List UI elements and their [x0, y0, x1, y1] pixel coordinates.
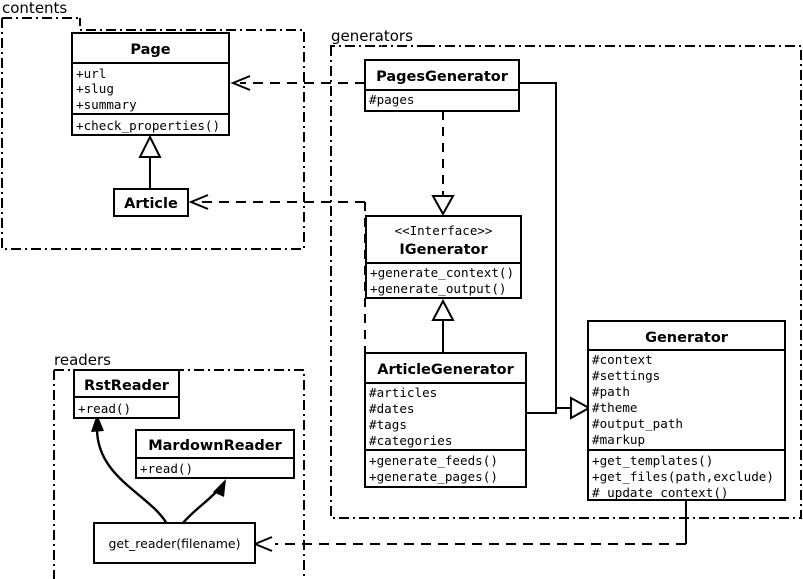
class-generator-method-0: +get_templates() [592, 453, 713, 468]
class-generator-attr-1: #settings [592, 368, 660, 383]
function-get-reader-label: get_reader(filename) [109, 536, 241, 551]
class-articlegenerator-method-1: +generate_pages() [369, 469, 498, 484]
class-igenerator-box [365, 215, 522, 299]
relation-article-page [138, 134, 162, 189]
package-contents: contents [1, 0, 305, 250]
realization-arrowhead-igenerator [431, 195, 455, 217]
class-articlegenerator-title: ArticleGenerator [377, 362, 514, 378]
class-page-title: Page [130, 42, 170, 58]
class-articlegenerator-attr-1: #dates [369, 401, 415, 416]
class-articlegenerator-attr-3: #categories [369, 433, 452, 448]
generalization-arrowhead-page [138, 134, 162, 158]
package-readers-label: readers [54, 351, 111, 369]
class-page-method-0: +check_properties() [76, 118, 220, 133]
package-contents-border [1, 17, 305, 250]
class-generator-attr-5: #markup [592, 432, 645, 447]
class-page-attr-2: +summary [76, 97, 137, 112]
relation-articlegenerator-article [188, 194, 366, 396]
relation-pagesgenerator-page [230, 75, 365, 91]
class-igenerator-stereotype: <<Interface>> [395, 223, 493, 238]
class-generator-attr-0: #context [592, 352, 653, 367]
class-generator-attr-2: #path [592, 384, 630, 399]
class-igenerator-method-0: +generate_context() [370, 265, 514, 280]
return-arrowhead-mardownreader [213, 479, 226, 497]
class-rstreader-box [73, 369, 180, 419]
package-generators-border [330, 45, 802, 519]
class-articlegenerator-attr-0: #articles [369, 385, 437, 400]
class-generator-method-2: #_update_context() [592, 485, 728, 500]
class-pagesgenerator[interactable]: PagesGenerator #pages [364, 59, 520, 112]
dependency-arrowhead-article [188, 194, 209, 210]
class-rstreader-title: RstReader [84, 378, 170, 394]
dependency-arrowhead-page [230, 75, 251, 91]
class-igenerator-method-1: +generate_output() [370, 281, 506, 296]
relation-getreader-rstreader [91, 414, 169, 525]
class-pagesgenerator-box [364, 59, 520, 112]
relation-getreader-mardownreader [181, 479, 226, 525]
class-generator-method-1: +get_files(path,exclude) [592, 469, 774, 484]
generalization-arrowhead-generator [570, 396, 592, 420]
generalization-arrowhead-igenerator [431, 298, 455, 321]
class-pagesgenerator-attr-0: #pages [369, 92, 415, 107]
class-rstreader[interactable]: RstReader +read() [73, 369, 180, 419]
class-generator-attr-3: #theme [592, 400, 638, 415]
package-contents-label: contents [2, 0, 67, 17]
class-articlegenerator[interactable]: ArticleGenerator #articles #dates #tags … [364, 352, 527, 488]
class-article-box [113, 188, 189, 217]
class-page-box [71, 32, 230, 136]
class-mardownreader[interactable]: MardownReader +read() [135, 429, 295, 479]
class-page[interactable]: Page +url +slug +summary +check_properti… [71, 32, 230, 136]
class-page-attr-1: +slug [76, 81, 114, 96]
relation-articlegenerator-generator [526, 408, 557, 414]
class-articlegenerator-attr-2: #tags [369, 417, 407, 432]
class-igenerator[interactable]: <<Interface>> IGenerator +generate_conte… [365, 215, 522, 299]
class-mardownreader-box [135, 429, 295, 479]
return-arrowhead-rstreader [91, 414, 104, 432]
relation-pagesgenerator-igenerator [431, 111, 455, 217]
relation-pagesgenerator-generator [519, 82, 571, 409]
package-generators-label: generators [331, 27, 413, 45]
class-igenerator-title: IGenerator [399, 242, 488, 258]
relation-generator-getreader [252, 500, 687, 552]
class-articlegenerator-box [364, 352, 527, 488]
relation-pagesgenerator-generator-line [519, 82, 571, 409]
class-pagesgenerator-title: PagesGenerator [376, 69, 509, 85]
class-generator-title: Generator [645, 330, 729, 346]
dependency-arrowhead-getreader [252, 536, 273, 552]
class-mardownreader-title: MardownReader [148, 438, 282, 454]
class-generator-attr-4: #output_path [592, 416, 683, 431]
class-page-attr-0: +url [76, 66, 106, 81]
class-generator[interactable]: Generator #context #settings #path #them… [587, 320, 786, 501]
class-article[interactable]: Article [113, 188, 189, 217]
relation-articlegenerator-generator-line [526, 408, 557, 414]
function-get-reader-box [93, 522, 256, 564]
class-mardownreader-method-0: +read() [140, 461, 193, 476]
relation-getreader-rstreader-curve [95, 426, 169, 525]
package-generators: generators [330, 27, 802, 519]
relation-getreader-mardownreader-curve [181, 488, 220, 525]
function-get-reader[interactable]: get_reader(filename) [93, 522, 256, 564]
class-article-title: Article [124, 196, 178, 212]
class-articlegenerator-method-0: +generate_feeds() [369, 453, 498, 468]
relation-articlegenerator-igenerator [431, 298, 455, 355]
class-rstreader-method-0: +read() [78, 401, 131, 416]
